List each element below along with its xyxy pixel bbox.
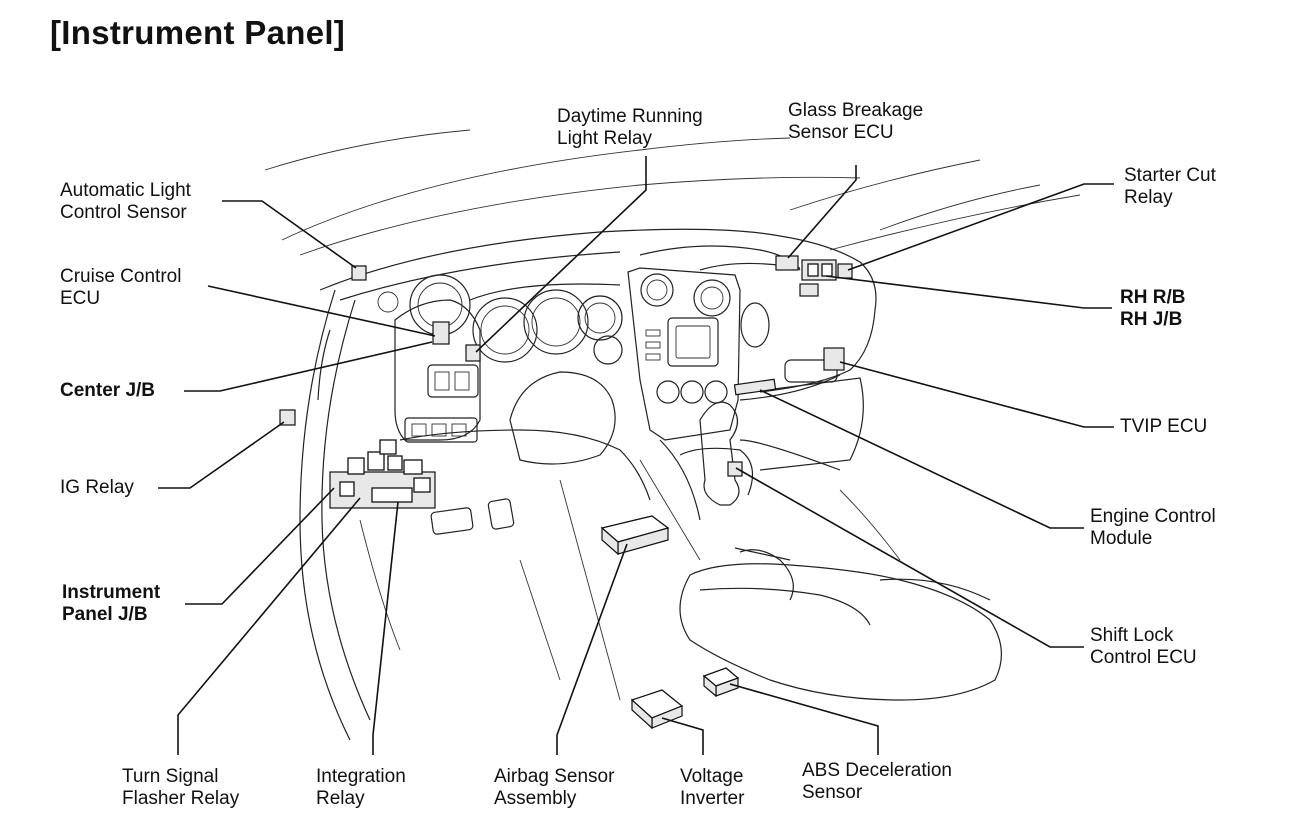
leader-center-jb [184,341,433,392]
label-line: Starter Cut [1124,165,1216,186]
label-line: Panel J/B [62,604,148,625]
label-line: IG Relay [60,477,134,498]
label-tvip-ecu: TVIP ECU [1120,416,1207,438]
component-blocks [279,255,853,730]
leader-cruise-control [207,285,436,337]
dashboard-drawing [264,129,1081,741]
leader-tvip [839,361,1114,428]
drl-relay-part [465,344,481,362]
abs-sensor-part [702,667,740,698]
label-line: Relay [1124,187,1173,208]
label-line: Flasher Relay [122,788,240,809]
leader-airbag [556,543,628,755]
leader-voltage-inverter [661,717,704,755]
label-line: Light Relay [557,128,653,149]
label-ig-relay: IG Relay [60,477,134,499]
label-line: Module [1090,528,1153,549]
engine-control-module-part [733,378,777,396]
label-starter-cut-relay: Starter Cut Relay [1124,165,1216,209]
page-title: [Instrument Panel] [50,14,346,51]
label-abs-deceleration-sensor: ABS Deceleration Sensor [802,760,952,804]
label-line: Assembly [494,788,577,809]
starter-cut-relay-part [837,263,853,279]
rh-rb-jb-part [799,259,837,297]
label-line: Inverter [680,788,745,809]
label-line: Cruise Control [60,266,182,287]
leader-abs [729,683,879,755]
label-daytime-running-light-relay: Daytime Running Light Relay [557,106,703,150]
label-voltage-inverter: Voltage Inverter [680,766,744,810]
leader-rh-rb-jb [825,275,1112,309]
leader-turn-signal [177,497,361,755]
instrument-panel-jb-part [329,439,436,509]
label-line: Sensor ECU [788,122,894,143]
label-cruise-control-ecu: Cruise Control ECU [60,266,181,310]
ig-relay-part [279,409,296,426]
label-shift-lock-control-ecu: Shift Lock Control ECU [1090,625,1197,669]
label-line: Airbag Sensor [494,766,615,787]
leader-automatic-light [222,200,357,269]
label-line: Center J/B [60,380,156,401]
label-integration-relay: Integration Relay [316,766,406,810]
leader-ig-relay [158,421,285,489]
label-turn-signal-flasher-relay: Turn Signal Flasher Relay [122,766,239,810]
label-line: ECU [60,288,101,309]
label-line: Control ECU [1090,647,1197,668]
glass-breakage-ecu-part [775,255,799,271]
airbag-sensor-part [600,515,670,556]
label-line: TVIP ECU [1120,416,1208,437]
label-airbag-sensor-assembly: Airbag Sensor Assembly [494,766,614,810]
leader-instrument-panel-jb [185,487,335,605]
label-rh-rb-jb: RH R/B RH J/B [1120,287,1185,331]
label-line: Relay [316,788,365,809]
label-line: Glass Breakage [788,100,924,121]
label-line: Turn Signal [122,766,219,787]
label-line: Shift Lock [1090,625,1174,646]
label-line: Automatic Light [60,180,191,201]
voltage-inverter-part [630,689,684,730]
label-line: ABS Deceleration [802,760,952,781]
label-automatic-light-control-sensor: Automatic Light Control Sensor [60,180,191,224]
label-center-jb: Center J/B [60,380,155,402]
label-line: Control Sensor [60,202,187,223]
label-line: RH R/B [1120,287,1186,308]
automatic-light-sensor-part [351,265,367,281]
leader-drl [475,156,647,353]
leader-starter-cut [847,183,1114,271]
tvip-ecu-part [823,347,845,371]
leader-engine-control [759,389,1084,529]
cruise-control-ecu-part [432,321,450,345]
label-glass-breakage-sensor-ecu: Glass Breakage Sensor ECU [788,100,923,144]
label-line: RH J/B [1120,309,1183,330]
label-line: Integration [316,766,406,787]
shift-lock-part [727,461,743,477]
label-line: Instrument [62,582,161,603]
leader-glass-breakage [787,165,857,259]
leader-integration-relay [372,501,399,755]
leader-shift-lock [735,467,1084,648]
label-line: Voltage [680,766,744,787]
label-line: Daytime Running [557,106,703,127]
label-line: Engine Control [1090,506,1216,527]
label-instrument-panel-jb: Instrument Panel J/B [62,582,160,626]
label-engine-control-module: Engine Control Module [1090,506,1216,550]
label-line: Sensor [802,782,863,803]
leader-lines [158,156,1114,755]
